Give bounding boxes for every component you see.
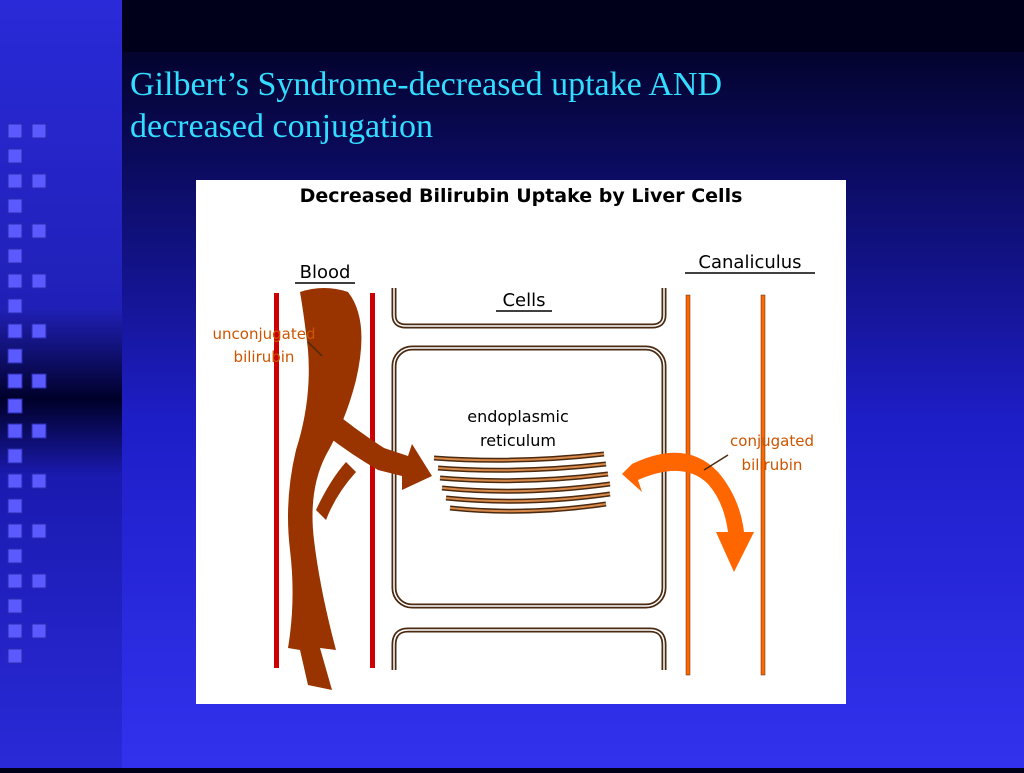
cell-membrane-bottom [391,627,667,670]
conjugated-bilirubin-arrow [622,452,754,572]
side-squares [7,123,47,664]
slide-title-line-1: Gilbert’s Syndrome-decreased uptake AND [130,66,722,103]
cell-membrane-bottom [393,629,665,670]
canaliculus-wall-left [685,294,691,676]
unconjugated-bilirubin-flow [288,288,432,690]
conjugated-label-line-2: bilirubin [742,456,803,474]
conjugated-leader-line [703,454,729,471]
canaliculus-label: Canaliculus [698,252,801,273]
conjugated-label-line-1: conjugated [730,432,814,450]
er-label-line-2: reticulum [480,431,556,450]
cell-membrane-top [393,288,665,327]
slide-title-line-2: decreased conjugation [130,108,434,145]
bilirubin-uptake-diagram: Decreased Bilirubin Uptake by Liver Cell… [196,180,846,704]
blood-vessel-wall-right [370,293,375,668]
blood-label: Blood [300,262,351,283]
cell-membrane-middle [393,347,665,607]
er-label-line-1: endoplasmic [467,407,569,426]
unconjugated-label-line-2: bilirubin [234,348,295,366]
cell-membrane-middle [391,345,667,609]
header-band [122,0,1024,52]
blood-vessel-wall-left [274,293,279,668]
unconjugated-leader-line [307,341,323,357]
unconjugated-label-line-1: unconjugated [213,325,316,343]
cells-label: Cells [502,290,545,311]
slide-title: Gilbert’s Syndrome-decreased uptake AND … [130,64,990,148]
endoplasmic-reticulum [433,451,611,514]
side-decoration [0,0,122,768]
diagram-heading: Decreased Bilirubin Uptake by Liver Cell… [300,185,743,207]
canaliculus-wall-right [760,294,766,676]
